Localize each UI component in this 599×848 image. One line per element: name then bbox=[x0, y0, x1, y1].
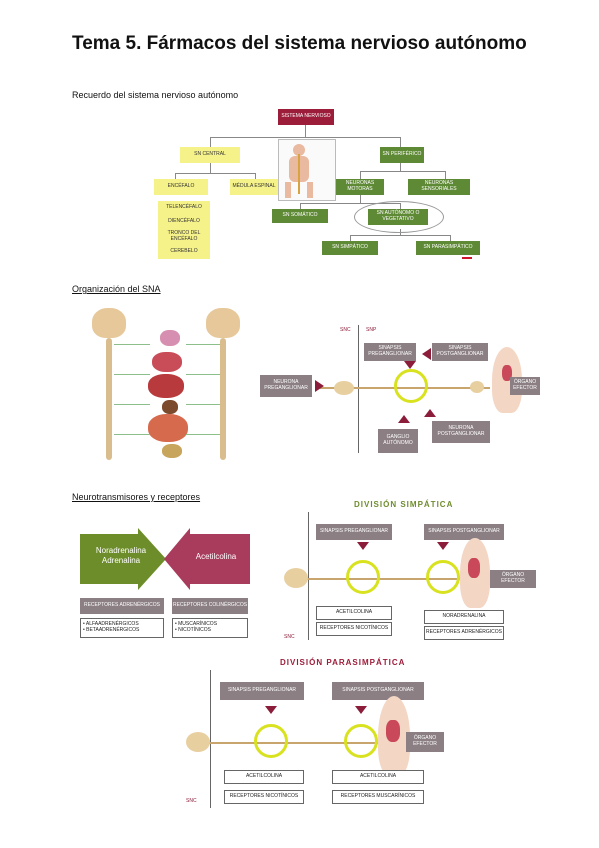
parasimpatica-organo: ÓRGANO EFECTOR bbox=[406, 732, 444, 752]
parasimpatica-sin-pre: SINAPSIS PREGANGLIONAR bbox=[220, 682, 304, 700]
tree-sensoriales: NEURONAS SENSORIALES bbox=[408, 179, 470, 195]
parasimpatica-acetilcolina-2: ACETILCOLINA bbox=[332, 770, 424, 784]
tree-autonomo: SN AUTÓNOMO O VEGETATIVO bbox=[368, 209, 428, 225]
tree-encefalo: ENCÉFALO bbox=[154, 179, 208, 195]
page-title: Tema 5. Fármacos del sistema nervioso au… bbox=[72, 33, 527, 54]
parasimpatica-snc: SNC bbox=[186, 798, 197, 804]
org-neurona-post: NEURONA POSTGANGLIONAR bbox=[432, 421, 490, 443]
simpatica-rec-nic: RECEPTORES NICOTÍNICOS bbox=[316, 622, 392, 636]
col-list: • MUSCARÍNICOS • NICOTÍNICOS bbox=[172, 618, 248, 638]
org-snc-label: SNC bbox=[340, 327, 351, 333]
simpatica-noradrenalina: NORADRENALINA bbox=[424, 610, 504, 624]
tree-simpatico: SN SIMPÁTICO bbox=[322, 241, 378, 255]
tree-somatico: SN SOMÁTICO bbox=[272, 209, 328, 223]
tree-root: SISTEMA NERVIOSO bbox=[278, 109, 334, 125]
org-ganglio: GANGLIO AUTÓNOMO bbox=[378, 429, 418, 453]
simpatica-rec-adr: RECEPTORES ADRENÉRGICOS bbox=[424, 626, 504, 640]
noradrenalina-label: Noradrenalina Adrenalina bbox=[95, 546, 147, 565]
nervous-system-tree-figure: SISTEMA NERVIOSO SN CENTRAL SN PERIFÉRIC… bbox=[150, 105, 490, 265]
rec-colinergicos: RECEPTORES COLINÉRGICOS bbox=[172, 598, 248, 614]
adr-list: • ALFAADRENÉRGICOS • BETAADRENÉRGICOS bbox=[80, 618, 164, 638]
simpatica-organo: ÓRGANO EFECTOR bbox=[490, 570, 536, 588]
tree-telencefalo: TELENCÉFALO bbox=[166, 204, 202, 211]
parasimpatica-sin-post: SINAPSIS POSTGANGLIONAR bbox=[332, 682, 424, 700]
sna-organization-diagram: SNC SNP NEURONA PREGANGLIONAR SINAPSIS P… bbox=[260, 325, 540, 455]
tree-tronco: TRONCO DEL ENCÉFALO bbox=[167, 230, 201, 242]
simpatica-sin-pre: SINAPSIS PREGANGLIONAR bbox=[316, 524, 392, 540]
tree-medula: MÉDULA ESPINAL bbox=[230, 179, 278, 195]
simpatica-sin-post: SINAPSIS POSTGANGLIONAR bbox=[424, 524, 504, 540]
section-heading-neurotransmisores: Neurotransmisores y receptores bbox=[72, 492, 201, 502]
tree-motoras: NEURONAS MOTORAS bbox=[336, 179, 384, 195]
section-heading-recuerdo: Recuerdo del sistema nervioso autónomo bbox=[72, 90, 239, 100]
simpatica-snc: SNC bbox=[284, 634, 295, 640]
parasimpatica-acetilcolina-1: ACETILCOLINA bbox=[224, 770, 304, 784]
neurotransmitter-arrows-figure: Noradrenalina Adrenalina Acetilcolina RE… bbox=[80, 528, 250, 640]
division-simpatica-diagram: DIVISIÓN SIMPÁTICA SNC SINAPSIS PREGANGL… bbox=[280, 498, 540, 646]
tree-snc: SN CENTRAL bbox=[180, 147, 240, 163]
neurotransmitter-arrows-svg bbox=[80, 528, 250, 590]
human-nervous-illustration bbox=[278, 139, 336, 201]
tree-cerebelo: CEREBELO bbox=[170, 248, 198, 255]
parasimpatica-rec-mus: RECEPTORES MUSCARÍNICOS bbox=[332, 790, 424, 804]
tree-encefalo-parts: TELENCÉFALO DIENCÉFALO TRONCO DEL ENCÉFA… bbox=[158, 201, 210, 259]
org-sinapsis-post: SINAPSIS POSTGANGLIONAR bbox=[432, 343, 488, 361]
org-sinapsis-pre: SINAPSIS PREGANGLIONAR bbox=[364, 343, 416, 361]
sna-anatomy-illustration bbox=[78, 304, 250, 470]
tree-parasimpatico: SN PARASIMPÁTICO bbox=[416, 241, 480, 255]
simpatica-heading: DIVISIÓN SIMPÁTICA bbox=[354, 500, 454, 509]
simpatica-acetilcolina: ACETILCOLINA bbox=[316, 606, 392, 620]
tree-diencefalo: DIENCÉFALO bbox=[168, 218, 200, 225]
org-organo-efector: ÓRGANO EFECTOR bbox=[510, 377, 540, 395]
parasimpatica-rec-nic: RECEPTORES NICOTÍNICOS bbox=[224, 790, 304, 804]
section-heading-organizacion: Organización del SNA bbox=[72, 284, 161, 294]
rec-adrenergicos: RECEPTORES ADRENÉRGICOS bbox=[80, 598, 164, 614]
parasimpatica-heading: DIVISIÓN PARASIMPÁTICA bbox=[280, 658, 406, 667]
org-snp-label: SNP bbox=[366, 327, 377, 333]
division-parasimpatica-diagram: DIVISIÓN PARASIMPÁTICA SNC SINAPSIS PREG… bbox=[184, 656, 444, 812]
org-neurona-pre: NEURONA PREGANGLIONAR bbox=[260, 375, 312, 397]
acetilcolina-label: Acetilcolina bbox=[195, 552, 237, 561]
tree-snp: SN PERIFÉRICO bbox=[380, 147, 424, 163]
